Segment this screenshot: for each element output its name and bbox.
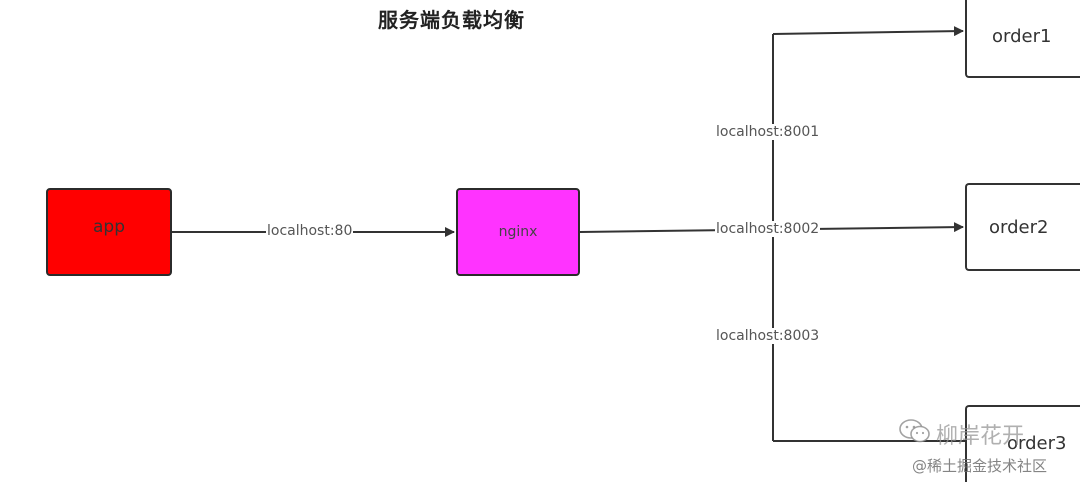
order2-node-label: order2 [989, 216, 1049, 238]
watermark-site: @稀土掘金技术社区 [912, 457, 1048, 475]
watermark-author: 柳岸花开 [936, 424, 1025, 449]
order3-node-label: order3 [1007, 433, 1067, 454]
app-node-label: app [93, 217, 125, 237]
edge-label-localhost-80: localhost:80 [266, 223, 354, 239]
nginx-node-label: nginx [498, 224, 538, 240]
edge-label-localhost-8003: localhost:8003 [715, 328, 821, 344]
edge-to-order1 [772, 26, 964, 37]
nginx-node: nginx [456, 188, 580, 276]
order1-node-label: order1 [992, 25, 1052, 47]
app-node: app [46, 188, 172, 276]
edge-label-localhost-8002: localhost:8002 [715, 221, 821, 237]
order1-node: order1 [965, 0, 1080, 78]
order2-node: order2 [965, 183, 1080, 271]
wechat-icon [899, 419, 930, 443]
edge-label-localhost-8001: localhost:8001 [715, 124, 821, 140]
diagram-title: 服务端负载均衡 [378, 8, 525, 32]
order3-node: order3 [965, 405, 1080, 482]
